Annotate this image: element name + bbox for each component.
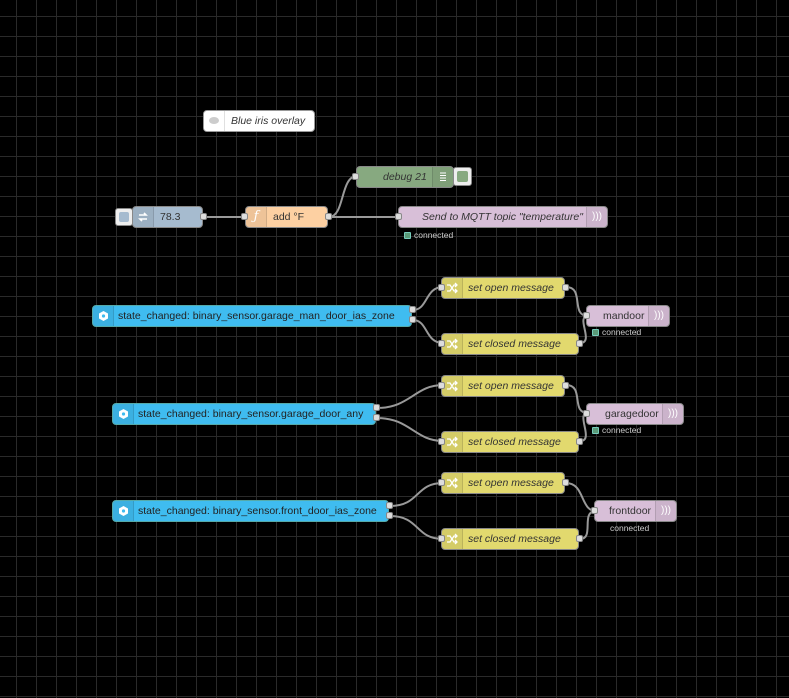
change-node-open-3[interactable]: set open message xyxy=(441,472,565,494)
change-open-2-input-port[interactable] xyxy=(438,382,445,389)
mqtt-mandoor-input-port[interactable] xyxy=(583,312,590,319)
wire-ha2-to-closed xyxy=(376,417,444,442)
change-label: set open message xyxy=(468,282,554,294)
change-open-1-output-port[interactable] xyxy=(562,284,569,291)
ha-state-node-garage-door-any[interactable]: state_changed: binary_sensor.garage_door… xyxy=(112,403,376,425)
ha-state-node-front-door[interactable]: state_changed: binary_sensor.front_door_… xyxy=(112,500,389,522)
function-node[interactable]: ƒ add °F xyxy=(245,206,328,228)
change-open-1-input-port[interactable] xyxy=(438,284,445,291)
home-assistant-icon xyxy=(113,501,134,521)
mqtt-wave-icon: ))) xyxy=(648,306,669,326)
mqtt-wave-icon: ))) xyxy=(586,207,607,227)
shuffle-icon xyxy=(442,334,463,354)
change-label: set closed message xyxy=(468,436,561,448)
change-open-3-input-port[interactable] xyxy=(438,479,445,486)
mqtt-out-frontdoor[interactable]: frontdoor ))) xyxy=(594,500,677,522)
status-text: connected xyxy=(602,327,642,337)
ha2-output-port-1[interactable] xyxy=(373,404,380,411)
mqtt-out-mandoor[interactable]: mandoor ))) xyxy=(586,305,670,327)
debug-node[interactable]: debug 21 xyxy=(356,166,454,188)
ha-state-node-garage-man-door[interactable]: state_changed: binary_sensor.garage_man_… xyxy=(92,305,412,327)
status-dot xyxy=(592,329,599,336)
function-input-port[interactable] xyxy=(241,213,248,220)
mqtt-garagedoor-input-port[interactable] xyxy=(583,410,590,417)
change-closed-1-output-port[interactable] xyxy=(576,340,583,347)
mqtt-out-garagedoor[interactable]: garagedoor ))) xyxy=(586,403,684,425)
inject-label: 78.3 xyxy=(160,211,181,223)
home-assistant-icon xyxy=(113,404,134,424)
mqtt-out-label: garagedoor xyxy=(605,408,659,420)
status-text: connected xyxy=(414,230,454,240)
mqtt-temperature-input-port[interactable] xyxy=(395,213,402,220)
shuffle-icon xyxy=(442,432,463,452)
change-closed-3-input-port[interactable] xyxy=(438,535,445,542)
mqtt-frontdoor-input-port[interactable] xyxy=(591,507,598,514)
ha1-output-port-1[interactable] xyxy=(409,306,416,313)
change-closed-1-input-port[interactable] xyxy=(438,340,445,347)
status-dot xyxy=(592,427,599,434)
status-dot xyxy=(404,232,411,239)
mqtt-wave-icon: ))) xyxy=(655,501,676,521)
home-assistant-icon xyxy=(93,306,114,326)
function-label: add °F xyxy=(273,211,305,223)
ha-state-label: state_changed: binary_sensor.garage_man_… xyxy=(118,310,395,322)
change-closed-3-output-port[interactable] xyxy=(576,535,583,542)
change-closed-2-input-port[interactable] xyxy=(438,438,445,445)
inject-arrow-icon xyxy=(133,207,154,227)
ha3-output-port-2[interactable] xyxy=(386,512,393,519)
debug-label: debug 21 xyxy=(383,171,427,183)
function-icon: ƒ xyxy=(246,207,267,227)
inject-node[interactable]: 78.3 xyxy=(132,206,203,228)
change-open-3-output-port[interactable] xyxy=(562,479,569,486)
status-text: connected xyxy=(610,523,650,533)
shuffle-icon xyxy=(442,376,463,396)
mqtt-temperature-status: connected xyxy=(404,230,453,240)
change-label: set closed message xyxy=(468,338,561,350)
ha-state-label: state_changed: binary_sensor.garage_door… xyxy=(138,408,364,420)
wire-function-to-debug xyxy=(328,175,358,218)
inject-output-port[interactable] xyxy=(200,213,207,220)
ha2-output-port-2[interactable] xyxy=(373,414,380,421)
inject-trigger-button[interactable] xyxy=(115,208,133,226)
change-closed-2-output-port[interactable] xyxy=(576,438,583,445)
shuffle-icon xyxy=(442,473,463,493)
mqtt-mandoor-status: connected xyxy=(592,327,641,337)
function-output-port[interactable] xyxy=(325,213,332,220)
wire-ha2-to-open xyxy=(376,384,444,409)
mqtt-frontdoor-status: connected xyxy=(600,523,649,533)
wire-open2-to-garagedoor xyxy=(565,384,589,414)
change-node-closed-2[interactable]: set closed message xyxy=(441,431,579,453)
shuffle-icon xyxy=(442,278,463,298)
ha-state-label: state_changed: binary_sensor.front_door_… xyxy=(138,505,377,517)
change-node-closed-1[interactable]: set closed message xyxy=(441,333,579,355)
change-node-open-1[interactable]: set open message xyxy=(441,277,565,299)
change-label: set open message xyxy=(468,477,554,489)
comment-node[interactable]: Blue iris overlay xyxy=(203,110,315,132)
debug-toggle-button[interactable] xyxy=(453,167,472,186)
mqtt-temperature-node[interactable]: Send to MQTT topic "temperature" ))) xyxy=(398,206,608,228)
ha3-output-port-1[interactable] xyxy=(386,502,393,509)
wire-ha3-to-closed xyxy=(389,515,444,540)
mqtt-garagedoor-status: connected xyxy=(592,425,641,435)
wire-ha3-to-open xyxy=(389,482,444,507)
change-open-2-output-port[interactable] xyxy=(562,382,569,389)
change-label: set open message xyxy=(468,380,554,392)
comment-label: Blue iris overlay xyxy=(231,115,306,127)
shuffle-icon xyxy=(442,529,463,549)
change-label: set closed message xyxy=(468,533,561,545)
comment-icon xyxy=(204,111,225,131)
mqtt-wave-icon: ))) xyxy=(662,404,683,424)
debug-list-icon xyxy=(432,167,453,187)
mqtt-out-label: frontdoor xyxy=(609,505,652,517)
debug-input-port[interactable] xyxy=(352,173,359,180)
change-node-closed-3[interactable]: set closed message xyxy=(441,528,579,550)
mqtt-temperature-label: Send to MQTT topic "temperature" xyxy=(422,211,583,223)
status-text: connected xyxy=(602,425,642,435)
ha1-output-port-2[interactable] xyxy=(409,316,416,323)
change-node-open-2[interactable]: set open message xyxy=(441,375,565,397)
mqtt-out-label: mandoor xyxy=(603,310,645,322)
